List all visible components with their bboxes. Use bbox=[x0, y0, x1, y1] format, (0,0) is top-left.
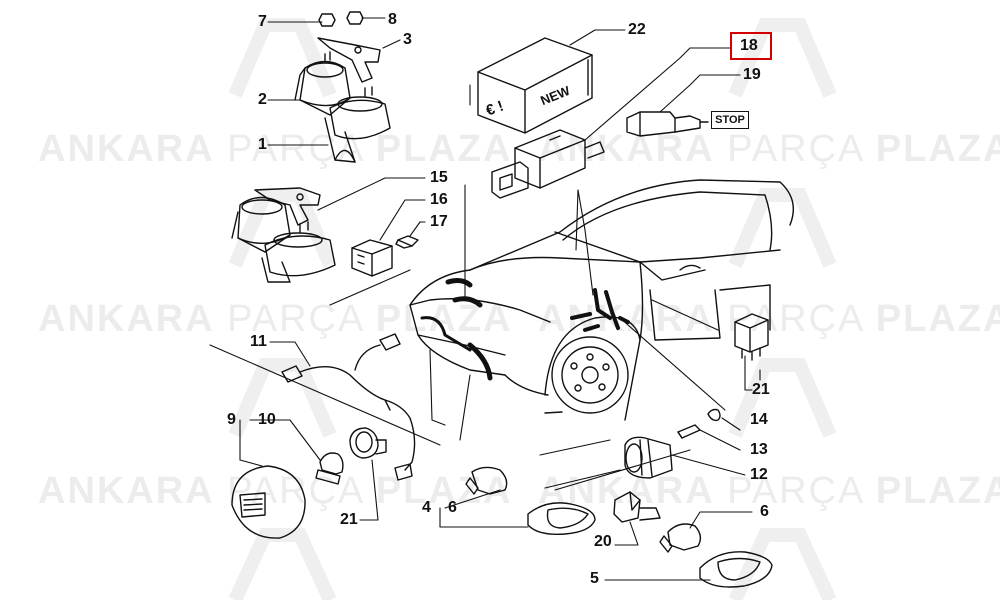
callout-22: 22 bbox=[628, 21, 646, 38]
callout-10: 10 bbox=[258, 411, 276, 428]
lamp-socket bbox=[624, 436, 673, 479]
callout-15: 15 bbox=[430, 169, 448, 186]
sensor-harness bbox=[281, 333, 416, 481]
terminal-connector bbox=[395, 235, 419, 249]
callout-1: 1 bbox=[258, 136, 267, 153]
car-wiring bbox=[420, 278, 630, 381]
connector-block bbox=[351, 239, 393, 277]
callout-7: 7 bbox=[258, 13, 267, 30]
section-dividers bbox=[209, 269, 611, 456]
relay bbox=[734, 313, 769, 361]
callout-21-right: 21 bbox=[752, 381, 770, 398]
callout-9: 9 bbox=[227, 411, 236, 428]
bulb-socket bbox=[613, 491, 661, 523]
callout-19: 19 bbox=[743, 66, 761, 83]
callout-5: 5 bbox=[590, 570, 599, 587]
horn-assembly-middle bbox=[231, 187, 336, 283]
callout-18: 18 bbox=[740, 37, 758, 54]
watermark-logo-marks bbox=[228, 18, 837, 600]
brake-switch bbox=[491, 129, 605, 199]
stop-label: STOP bbox=[711, 111, 749, 129]
callout-2: 2 bbox=[258, 91, 267, 108]
callout-6-rear: 6 bbox=[760, 503, 769, 520]
callout-12: 12 bbox=[750, 466, 768, 483]
callout-4: 4 bbox=[422, 499, 431, 516]
callout-8: 8 bbox=[388, 11, 397, 28]
callout-16: 16 bbox=[430, 191, 448, 208]
bulb bbox=[315, 452, 344, 485]
watermark-row-5: ANKARA PARÇA PLAZA bbox=[38, 470, 513, 512]
callout-17: 17 bbox=[430, 213, 448, 230]
callout-6-front: 6 bbox=[448, 499, 457, 516]
side-marker-lamp-front bbox=[527, 502, 596, 535]
callout-21-left: 21 bbox=[340, 511, 358, 528]
watermark-row-3: ANKARA PARÇA PLAZA bbox=[38, 298, 513, 340]
stop-lamp-switch bbox=[626, 111, 709, 137]
callout-18-highlight bbox=[730, 32, 772, 60]
grommet bbox=[707, 408, 721, 422]
watermark-row-6: ANKARA PARÇA PLAZA bbox=[538, 470, 1000, 512]
callout-3: 3 bbox=[403, 31, 412, 48]
leader-lines bbox=[239, 17, 761, 581]
fog-lamp bbox=[231, 465, 306, 539]
side-marker-bulb-front bbox=[465, 466, 508, 495]
side-marker-lamp-rear bbox=[699, 551, 773, 588]
watermark-row-1: ANKARA PARÇA PLAZA bbox=[38, 128, 513, 170]
horn-assembly-top bbox=[294, 11, 391, 163]
callout-14: 14 bbox=[750, 411, 768, 428]
control-unit-box bbox=[477, 37, 593, 134]
side-marker-bulb-rear bbox=[659, 523, 702, 553]
terminal-pin bbox=[677, 424, 701, 439]
callout-20: 20 bbox=[594, 533, 612, 550]
watermark-row-2: ANKARA PARÇA PLAZA bbox=[538, 128, 1000, 170]
bulb-holder bbox=[349, 427, 387, 459]
callout-13: 13 bbox=[750, 441, 768, 458]
callout-11: 11 bbox=[250, 333, 267, 350]
